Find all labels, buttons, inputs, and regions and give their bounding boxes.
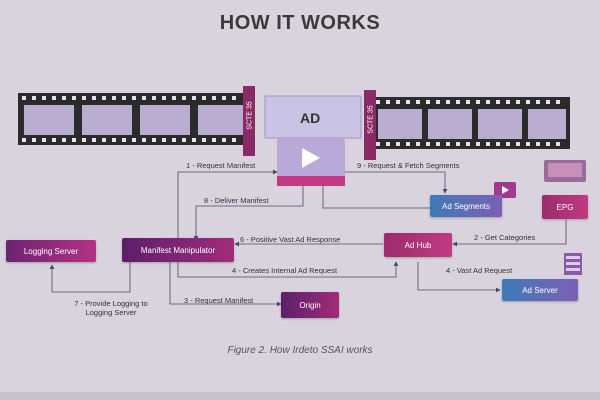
- epg-box: EPG: [542, 195, 588, 219]
- step-2-label: 2 - Get Categories: [474, 233, 536, 242]
- step-6-label: 6 - Positive Vast Ad Response: [240, 235, 341, 244]
- ad-hub-box: Ad Hub: [384, 233, 452, 257]
- step-7-line-2: Logging Server: [85, 308, 137, 317]
- film-strip-left: [18, 93, 250, 145]
- connectors: [49, 169, 567, 307]
- ad-segments-box: Ad Segments: [430, 195, 502, 217]
- step-1-label: 1 - Request Manifest: [186, 161, 256, 170]
- scte-label-right: SCTE 35: [367, 105, 375, 134]
- logging-server-box: Logging Server: [6, 240, 96, 262]
- scte-label-left: SCTE 35: [246, 101, 254, 130]
- page-title: HOW IT WORKS: [219, 12, 381, 34]
- ad-label: AD: [300, 110, 321, 126]
- step-3-label: 3 - Request Manifest: [184, 296, 254, 305]
- scte-marker-right: [364, 90, 376, 160]
- ad-panel: [264, 95, 362, 139]
- step-7-line-1: 7 - Provide Logging to: [74, 299, 148, 308]
- manifest-manipulator-box: Manifest Manipulator: [122, 238, 234, 262]
- figure-caption: Figure 2. How Irdeto SSAI works: [227, 345, 373, 356]
- step-8-label: 8 - Deliver Manifest: [204, 196, 269, 205]
- step-9-label: 9 - Request & Fetch Segments: [357, 161, 460, 170]
- video-player-bar: [277, 176, 345, 186]
- scte-marker-left: [243, 86, 255, 156]
- ad-server-box: Ad Server: [502, 279, 578, 301]
- origin-box: Origin: [281, 292, 339, 318]
- step-4b-label: 4 - Vast Ad Request: [446, 266, 513, 275]
- step-4a-label: 4 - Creates Internal Ad Request: [232, 266, 338, 275]
- film-strip-right: [368, 97, 570, 149]
- play-icon: [302, 148, 320, 168]
- step-7-label: 7 - Provide Logging to Logging Server: [56, 299, 166, 317]
- bottom-edge: [0, 392, 600, 400]
